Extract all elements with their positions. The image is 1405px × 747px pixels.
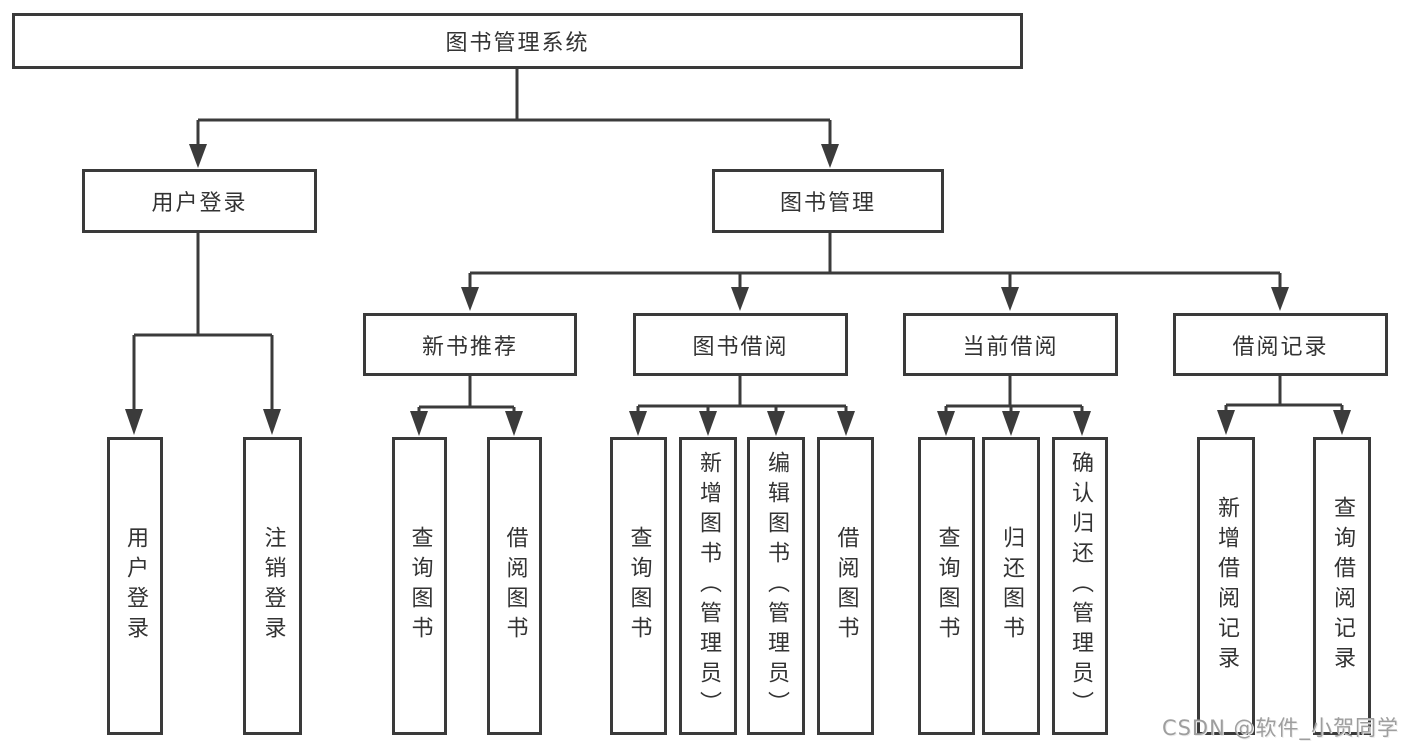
node-library-management-system: 图书管理系统 [12, 13, 1023, 69]
leaf-add-borrow-record: 新增借阅记录 [1197, 437, 1255, 735]
leaf-user-login: 用户登录 [107, 437, 163, 735]
leaf-query-books-recommend: 查询图书 [392, 437, 447, 735]
connector-bookmgmt-to-level3 [461, 233, 1289, 311]
leaf-borrow-books: 借阅图书 [817, 437, 874, 735]
leaf-query-borrow-record: 查询借阅记录 [1313, 437, 1371, 735]
node-borrowing-records: 借阅记录 [1173, 313, 1388, 376]
leaf-borrow-books-recommend: 借阅图书 [487, 437, 542, 735]
leaf-edit-books-admin: 编辑图书（管理员） [747, 437, 805, 735]
node-book-management: 图书管理 [712, 169, 944, 233]
node-user-login: 用户登录 [82, 169, 317, 233]
connector-newbook-to-leaves [410, 376, 523, 436]
leaf-logout: 注销登录 [243, 437, 302, 735]
connector-bookborrow-to-leaves [629, 376, 855, 436]
connector-root-to-level2 [189, 69, 839, 168]
node-current-borrowing: 当前借阅 [903, 313, 1118, 376]
leaf-return-books: 归还图书 [982, 437, 1040, 735]
leaf-confirm-return-admin: 确认归还（管理员） [1052, 437, 1108, 735]
node-book-borrowing: 图书借阅 [633, 313, 848, 376]
leaf-add-books-admin: 新增图书（管理员） [679, 437, 737, 735]
node-new-book-recommend: 新书推荐 [363, 313, 577, 376]
connector-currentborrow-to-leaves [937, 375, 1091, 436]
connector-borrowrecord-to-leaves [1217, 375, 1351, 435]
leaf-query-books-borrow: 查询图书 [610, 437, 667, 735]
leaf-query-books-current: 查询图书 [918, 437, 975, 735]
connector-login-to-leaves [125, 233, 281, 435]
